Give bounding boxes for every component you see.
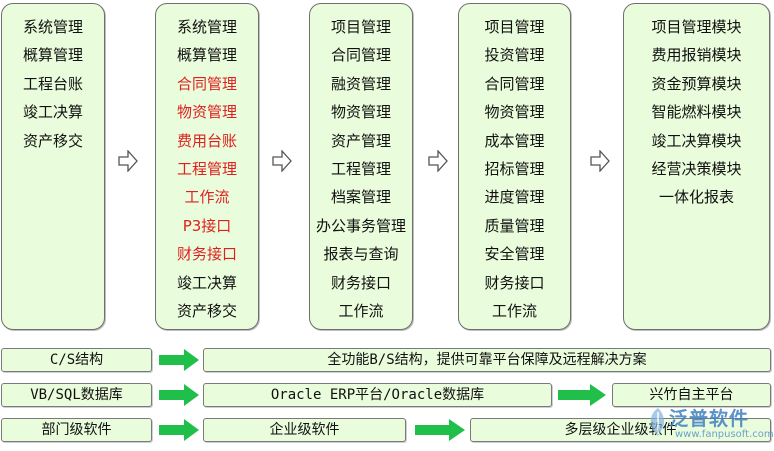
row-2-middle-box: Oracle ERP平台/Oracle数据库 xyxy=(203,383,552,407)
row-2-left-box: VB/SQL数据库 xyxy=(1,383,152,407)
column-3-item: 工作流 xyxy=(338,301,384,320)
green-right-arrow-icon xyxy=(159,384,199,406)
green-right-arrow-icon xyxy=(415,419,465,441)
column-3-item: 项目管理 xyxy=(330,18,391,36)
green-right-arrow-icon xyxy=(159,419,199,441)
column-4-item: 进度管理 xyxy=(484,188,545,207)
column-1: 系统管理 概算管理 工程台账 竣工决算 资产移交 xyxy=(1,3,105,330)
column-4-item: 工作流 xyxy=(491,301,537,320)
column-2-item-highlight: 工程管理 xyxy=(176,159,237,178)
column-2-item: 竣工决算 xyxy=(176,273,237,292)
brand-logo: 泛普软件 www.fanpusoft.com xyxy=(647,402,774,448)
column-2-item-highlight: 工作流 xyxy=(184,188,230,207)
column-3-item: 工程管理 xyxy=(330,159,391,178)
column-4-item: 物资管理 xyxy=(484,103,545,122)
row-3-middle-box: 企业级软件 xyxy=(203,418,406,442)
column-1-item: 系统管理 xyxy=(22,18,83,36)
column-4-item: 安全管理 xyxy=(484,245,545,264)
outline-right-arrow-icon xyxy=(118,150,138,172)
column-5-item: 竣工决算模块 xyxy=(651,131,742,150)
column-2-item-highlight: 物资管理 xyxy=(176,103,237,122)
column-5-item: 项目管理模块 xyxy=(651,18,742,36)
column-3: 项目管理 合同管理 融资管理 物资管理 资产管理 工程管理 档案管理 办公事务管… xyxy=(309,3,413,330)
column-3-item: 财务接口 xyxy=(330,273,391,292)
column-2-item: 资产移交 xyxy=(176,301,237,320)
row-1-left-box: C/S结构 xyxy=(1,348,152,372)
column-5-item: 一体化报表 xyxy=(658,188,734,207)
column-4-item: 财务接口 xyxy=(484,273,545,292)
column-2: 系统管理 概算管理 合同管理 物资管理 费用台账 工程管理 工作流 P3接口 财… xyxy=(155,3,259,330)
column-4-item: 合同管理 xyxy=(484,74,545,93)
column-5-item: 资金预算模块 xyxy=(651,74,742,93)
column-1-item: 概算管理 xyxy=(22,46,83,65)
column-3-item: 合同管理 xyxy=(330,46,391,65)
row-2-right-box: 兴竹自主平台 xyxy=(612,383,771,407)
column-1-item: 资产移交 xyxy=(22,131,83,150)
column-2-item-highlight: 费用台账 xyxy=(176,131,237,150)
column-2-item: 概算管理 xyxy=(176,46,237,65)
row-3-left-box: 部门级软件 xyxy=(1,418,152,442)
outline-right-arrow-icon xyxy=(590,150,610,172)
column-5-item: 费用报销模块 xyxy=(651,46,742,65)
column-5: 项目管理模块 费用报销模块 资金预算模块 智能燃料模块 竣工决算模块 经营决策模… xyxy=(623,3,770,330)
column-3-item: 报表与查询 xyxy=(323,245,399,264)
column-2-item-highlight: 合同管理 xyxy=(176,74,237,93)
column-1-item: 竣工决算 xyxy=(22,103,83,122)
logo-url-text: www.fanpusoft.com xyxy=(675,429,774,440)
column-3-item: 融资管理 xyxy=(330,74,391,93)
column-5-item: 智能燃料模块 xyxy=(651,103,742,122)
green-right-arrow-icon xyxy=(558,384,606,406)
bamboo-logo-icon xyxy=(650,408,664,436)
column-5-item: 经营决策模块 xyxy=(651,159,742,178)
column-4-item: 项目管理 xyxy=(484,18,545,36)
column-2-item-highlight: P3接口 xyxy=(182,216,232,235)
column-4-item: 招标管理 xyxy=(484,159,545,178)
green-right-arrow-icon xyxy=(159,349,199,371)
column-4: 项目管理 投资管理 合同管理 物资管理 成本管理 招标管理 进度管理 质量管理 … xyxy=(458,3,571,330)
column-3-item: 办公事务管理 xyxy=(315,216,406,235)
column-4-item: 成本管理 xyxy=(484,131,545,150)
outline-right-arrow-icon xyxy=(272,150,292,172)
column-3-item: 档案管理 xyxy=(330,188,391,207)
outline-right-arrow-icon xyxy=(428,150,448,172)
column-2-item: 系统管理 xyxy=(176,18,237,36)
row-1-right-box: 全功能B/S结构，提供可靠平台保障及远程解决方案 xyxy=(203,348,771,372)
column-2-item-highlight: 财务接口 xyxy=(176,245,237,264)
logo-brand-text: 泛普软件 xyxy=(669,408,750,430)
row-3-right-box: 多层级企业级软件 xyxy=(470,418,771,442)
column-4-item: 投资管理 xyxy=(484,46,545,65)
column-4-item: 质量管理 xyxy=(484,216,545,235)
column-3-item: 物资管理 xyxy=(330,103,391,122)
column-1-item: 工程台账 xyxy=(22,74,83,93)
column-3-item: 资产管理 xyxy=(330,131,391,150)
